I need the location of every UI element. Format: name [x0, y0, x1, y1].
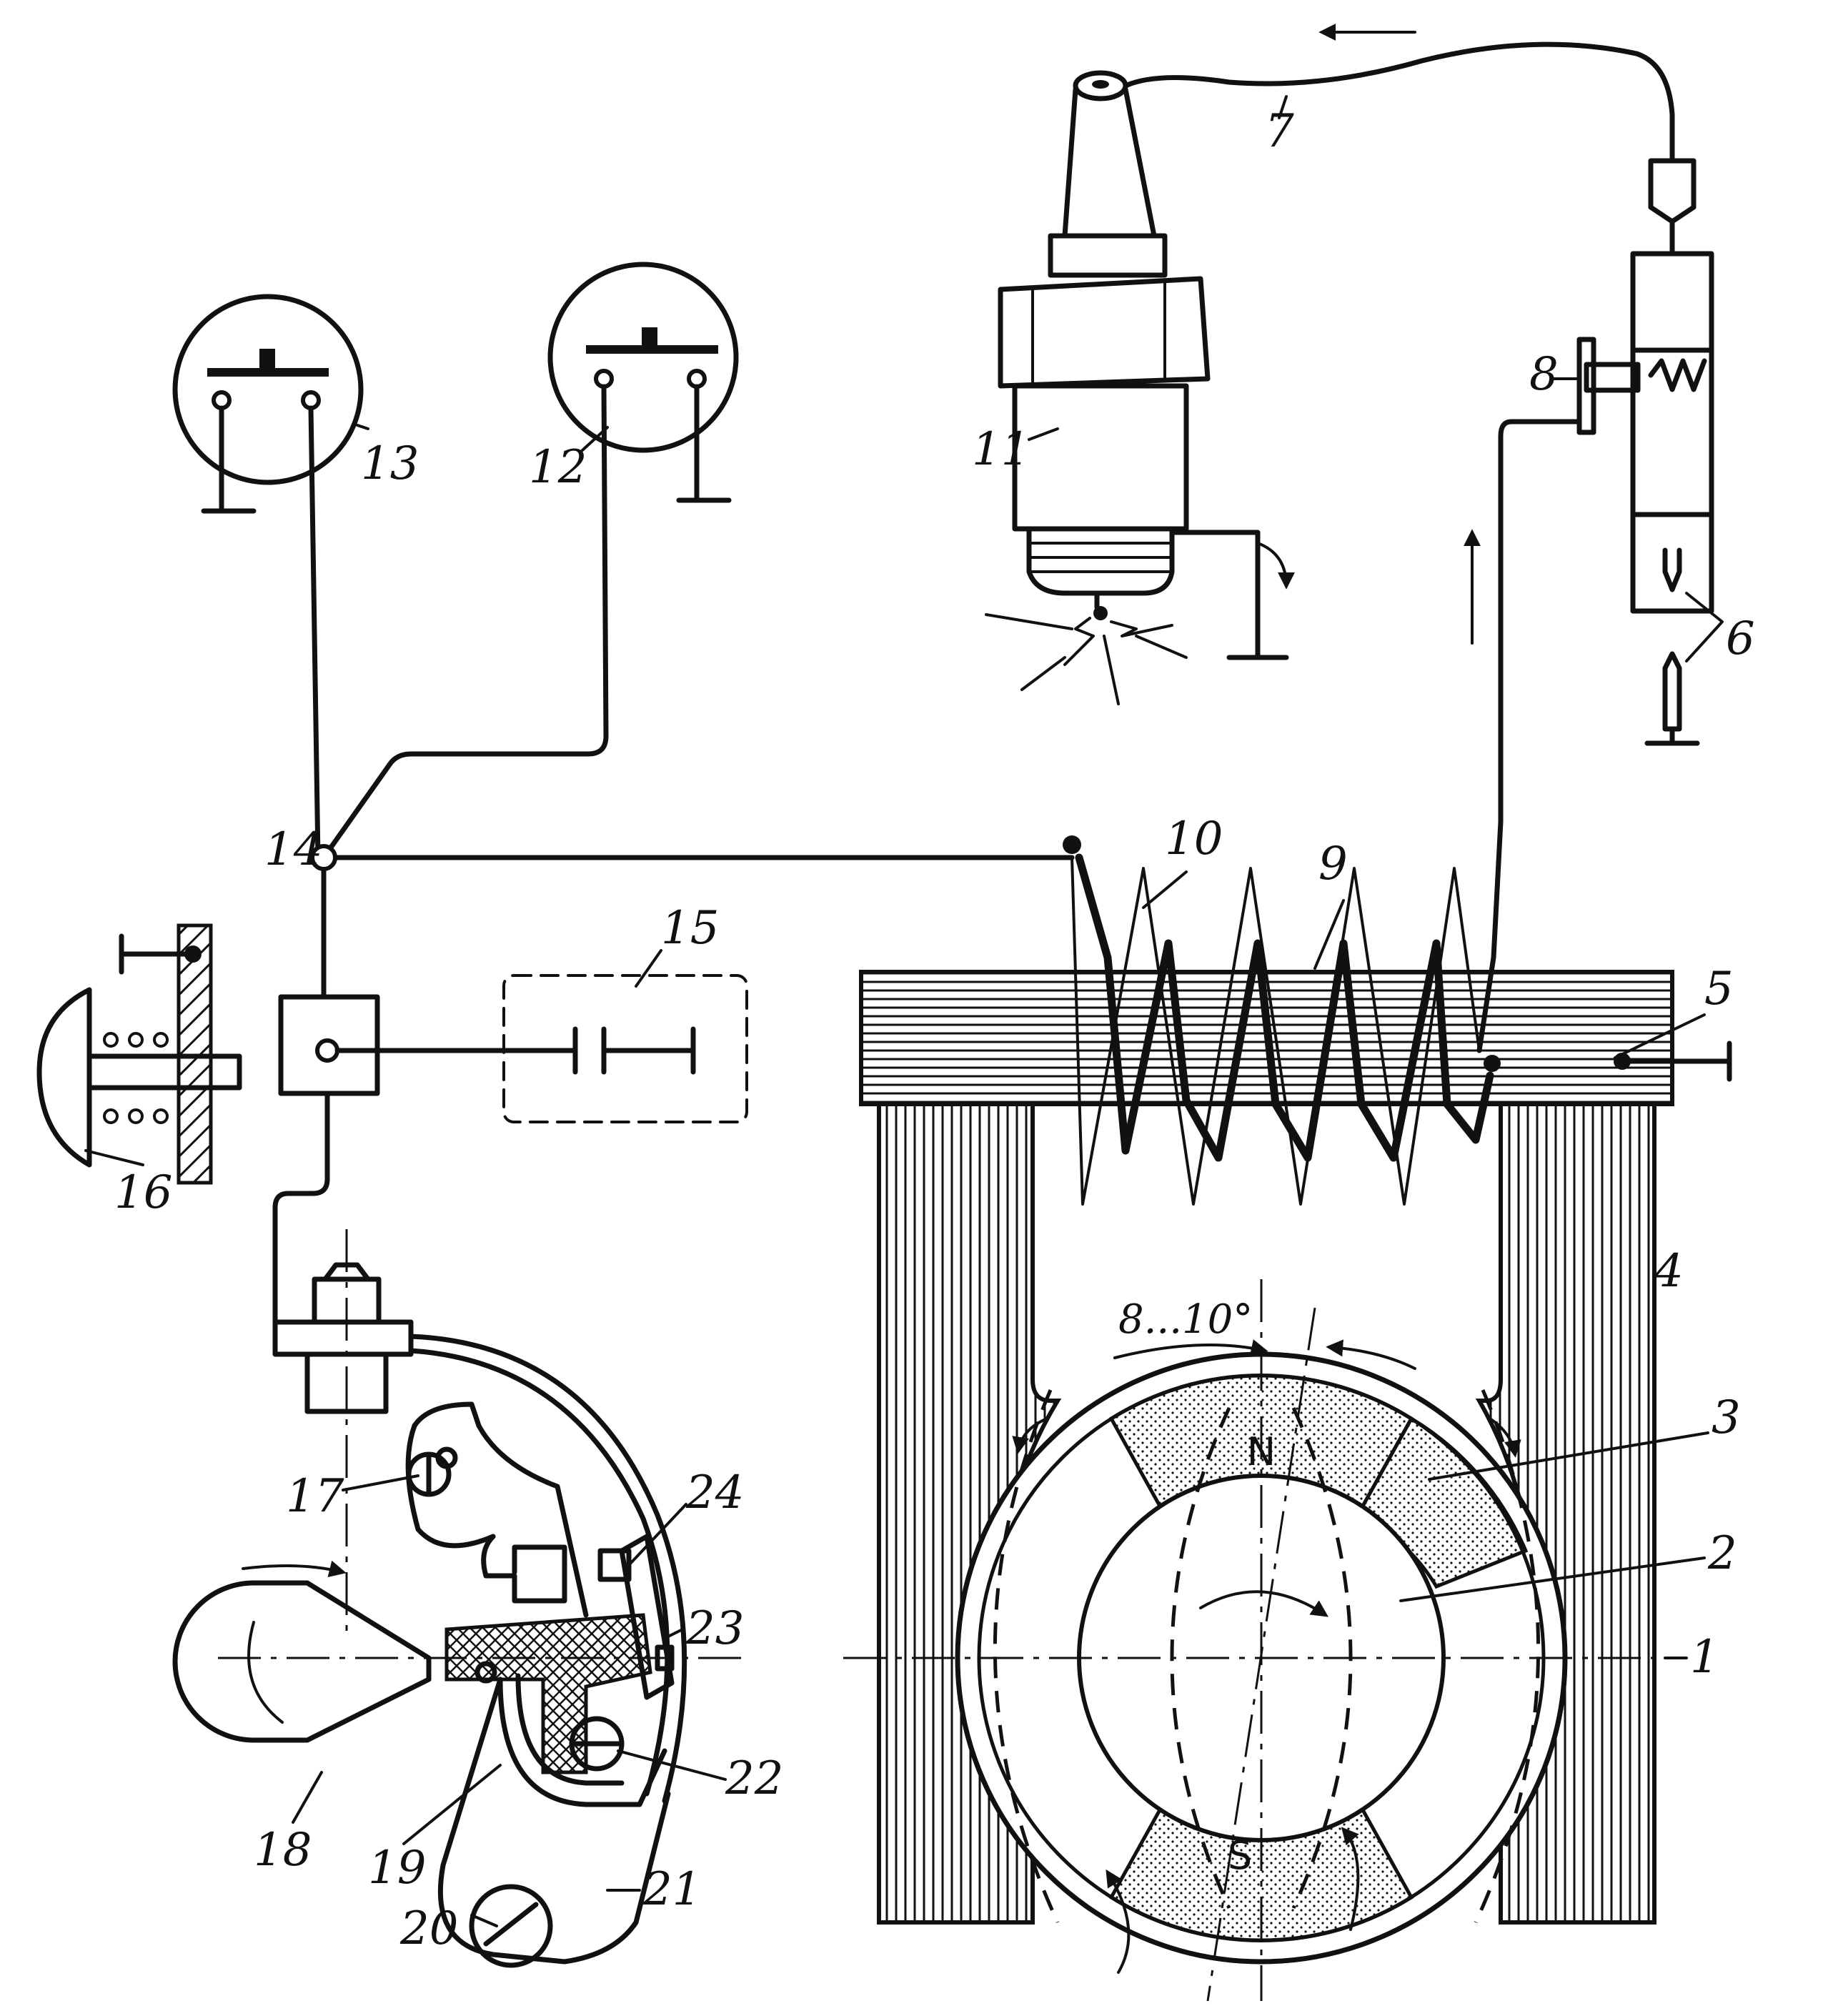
secondary-wire — [1464, 419, 1582, 1053]
capacitor-15 — [502, 974, 748, 1123]
label-2: 2 — [1707, 1527, 1737, 1580]
label-19: 19 — [368, 1842, 426, 1895]
label-leaders — [84, 95, 1709, 1927]
label-8: 8 — [1529, 348, 1559, 401]
angle-label: 8...10° — [1118, 1296, 1253, 1343]
label-23: 23 — [685, 1602, 744, 1655]
label-3: 3 — [1712, 1391, 1741, 1444]
label-22: 22 — [725, 1752, 783, 1805]
primary-winding-9 — [1075, 853, 1501, 1162]
label-14: 14 — [264, 823, 322, 876]
label-17: 17 — [286, 1470, 344, 1523]
label-11: 11 — [972, 423, 1030, 476]
ht-lead-7 — [1123, 24, 1675, 164]
label-10: 10 — [1165, 813, 1223, 865]
plug-thread — [1028, 542, 1173, 573]
label-4: 4 — [1654, 1245, 1684, 1298]
label-5: 5 — [1704, 963, 1734, 1016]
label-20: 20 — [399, 1902, 458, 1955]
label-16: 16 — [114, 1166, 172, 1219]
label-21: 21 — [642, 1863, 701, 1916]
rotor: N S — [843, 1279, 1665, 2002]
label-24: 24 — [685, 1466, 744, 1519]
breaker-assembly — [172, 1229, 750, 1968]
label-7: 7 — [1265, 105, 1294, 158]
push-button-16 — [36, 923, 242, 1185]
label-18: 18 — [254, 1824, 312, 1877]
safety-gap-6 — [1576, 158, 1724, 746]
label-12: 12 — [529, 441, 587, 494]
lamp-13 — [172, 294, 364, 860]
label-6: 6 — [1726, 612, 1755, 665]
label-1: 1 — [1690, 1631, 1719, 1684]
spark-plug-11 — [985, 70, 1295, 705]
lamp-12 — [321, 262, 739, 860]
label-15: 15 — [661, 902, 719, 955]
junction-14 — [310, 835, 1081, 1000]
switch-block — [272, 994, 578, 1332]
pole-n-label: N — [1247, 1429, 1276, 1474]
secondary-winding-10 — [1070, 856, 1481, 1206]
label-13: 13 — [361, 437, 419, 490]
armature-core-5 — [859, 970, 1732, 1106]
labels: 1 2 3 4 5 6 7 8 9 10 11 12 13 14 15 16 1… — [114, 105, 1755, 1955]
label-9: 9 — [1318, 838, 1348, 890]
pole-s-label: S — [1228, 1833, 1252, 1878]
